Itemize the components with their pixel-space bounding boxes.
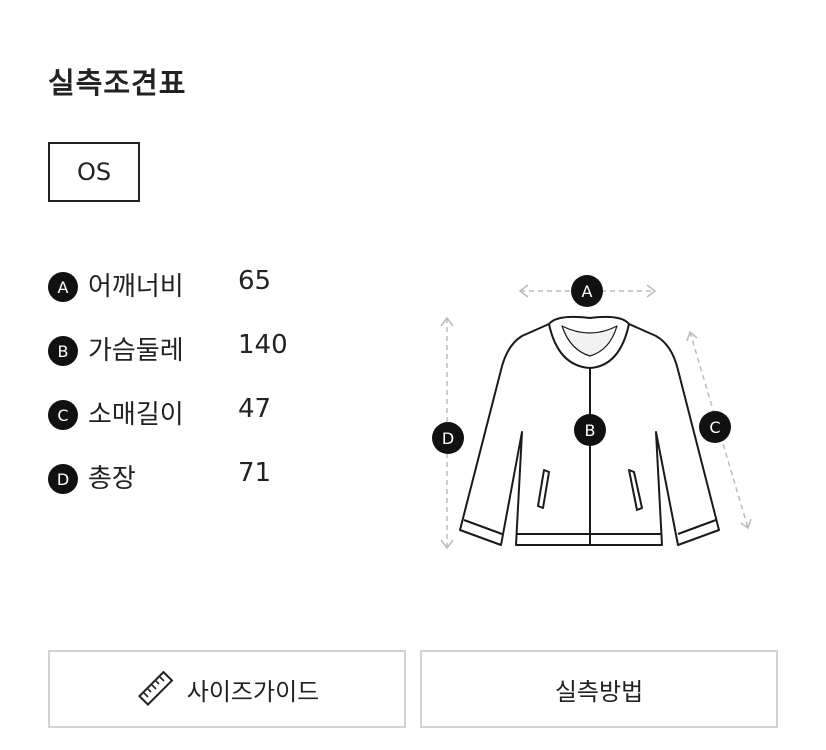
measurement-value: 65 (238, 266, 272, 296)
measurement-value: 140 (238, 330, 288, 360)
ruler-icon (137, 670, 174, 706)
diagram-label-c: C (699, 411, 731, 443)
size-guide-button[interactable]: 사이즈가이드 (48, 650, 406, 728)
measurement-label: 소매길이 (88, 400, 184, 430)
page-title: 실측조견표 (48, 66, 187, 100)
size-guide-label: 사이즈가이드 (186, 677, 320, 706)
diagram-label-d: D (432, 422, 464, 454)
badge-b: B (48, 336, 78, 366)
diagram-label-b: B (574, 414, 606, 446)
measure-method-label: 실측방법 (554, 677, 644, 706)
size-tab-os[interactable]: OS (48, 142, 140, 202)
measurement-label: 총장 (88, 464, 136, 494)
measurement-value: 47 (238, 394, 272, 424)
measurement-label: 가슴둘레 (88, 336, 184, 366)
jacket-diagram: A B C D (432, 275, 752, 550)
measurement-value: 71 (238, 458, 272, 488)
diagram-label-a: A (571, 275, 603, 307)
badge-d: D (48, 464, 78, 494)
svg-text:B: B (585, 421, 596, 440)
measurement-label: 어깨너비 (88, 272, 184, 302)
measure-method-button[interactable]: 실측방법 (420, 650, 778, 728)
svg-text:C: C (709, 418, 720, 437)
svg-text:A: A (582, 282, 593, 301)
badge-a: A (48, 272, 78, 302)
svg-text:D: D (442, 429, 454, 448)
badge-c: C (48, 400, 78, 430)
